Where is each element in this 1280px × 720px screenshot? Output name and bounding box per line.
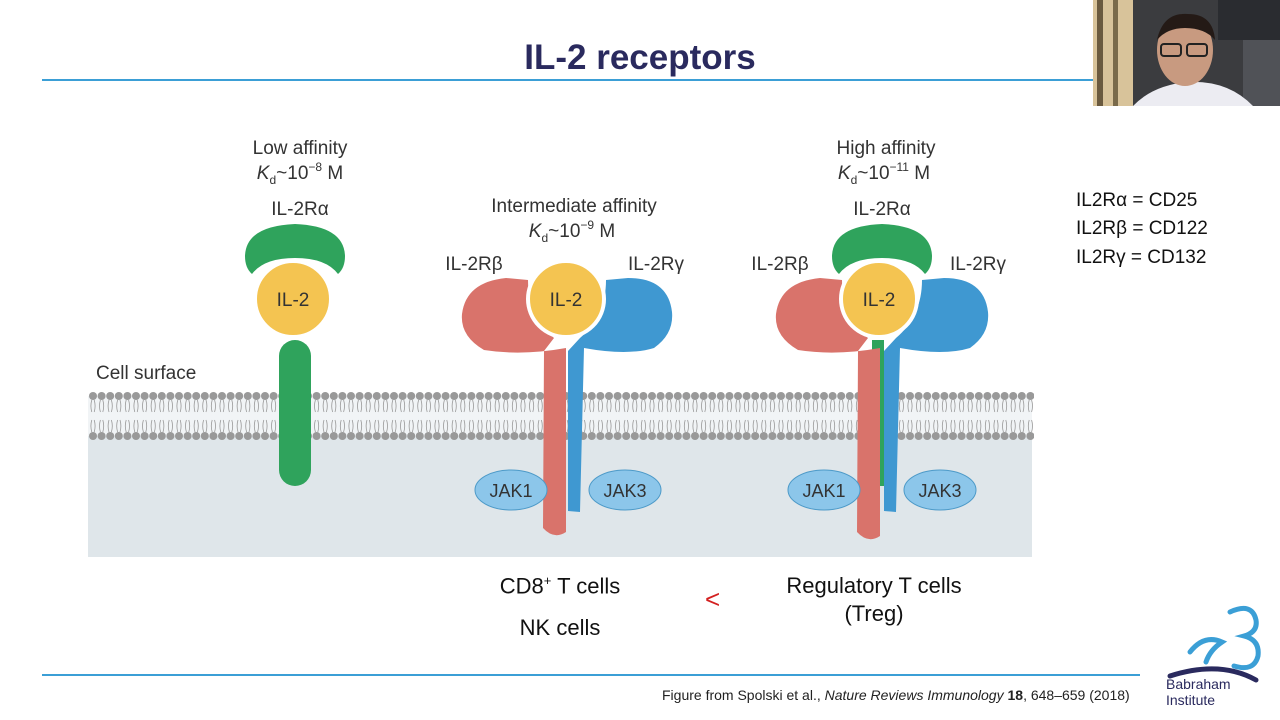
high-beta-label: IL-2Rβ xyxy=(751,254,808,275)
il2-ligand xyxy=(526,259,606,339)
logo-text-institute: Institute xyxy=(1166,692,1216,708)
jak3-label: JAK3 xyxy=(918,481,961,501)
beta-chain xyxy=(461,278,566,536)
babraham-logo xyxy=(1167,605,1261,683)
gamma-chain xyxy=(568,278,673,512)
low-alpha-label: IL-2Rα xyxy=(271,199,328,220)
slide-title: IL-2 receptors xyxy=(524,38,756,77)
low-kd-label: Kd~10−8 M xyxy=(257,160,343,187)
high-gamma-label: IL-2Rγ xyxy=(950,254,1006,275)
jak1-box xyxy=(787,469,861,511)
il2-label: IL-2 xyxy=(277,290,310,311)
low-affinity-label: Low affinity xyxy=(253,138,348,159)
side-note-cd122: IL2Rβ = CD122 xyxy=(1076,218,1208,239)
low-affinity-receptor: IL-2 Low affinity Kd~10−8 M IL-2Rα xyxy=(245,138,348,486)
treg-caption-line1: Regulatory T cells xyxy=(786,573,962,598)
intermediate-gamma-label: IL-2Rγ xyxy=(628,254,684,275)
il2-label: IL-2 xyxy=(863,290,896,311)
bottom-divider xyxy=(42,674,1140,676)
il2-ligand xyxy=(839,259,919,339)
webcam-thumbnail xyxy=(1093,0,1280,106)
less-than-symbol: < xyxy=(705,584,721,614)
beta-chain xyxy=(775,278,880,540)
intermediate-affinity-label: Intermediate affinity xyxy=(491,196,657,217)
intermediate-beta-label: IL-2Rβ xyxy=(445,254,502,275)
jak1-box xyxy=(474,469,548,511)
treg-caption-line2: (Treg) xyxy=(844,601,904,626)
jak3-box xyxy=(588,469,662,511)
high-kd-label: Kd~10−11 M xyxy=(838,160,930,187)
jak1-label: JAK1 xyxy=(802,481,845,501)
jak3-box xyxy=(903,469,977,511)
alpha-chain-head xyxy=(832,224,932,274)
il2-ligand xyxy=(253,259,333,339)
logo-text-babraham: Babraham xyxy=(1166,676,1231,692)
side-note-cd25: IL2Rα = CD25 xyxy=(1076,190,1198,211)
high-alpha-label: IL-2Rα xyxy=(853,199,910,220)
gamma-chain xyxy=(884,278,989,512)
jak3-label: JAK3 xyxy=(603,481,646,501)
intermediate-kd-label: Kd~10−9 M xyxy=(529,218,615,245)
intermediate-affinity-receptor: JAK1 JAK3 IL-2 Intermediate affinity Kd~… xyxy=(445,196,684,536)
high-affinity-label: High affinity xyxy=(837,138,936,159)
figure-citation: Figure from Spolski et al., Nature Revie… xyxy=(662,687,1130,703)
side-note-cd132: IL2Rγ = CD132 xyxy=(1076,247,1207,268)
top-divider xyxy=(42,79,1094,81)
alpha-chain-stem xyxy=(279,340,311,486)
high-affinity-receptor: JAK1 JAK3 IL-2 High affinity Kd~10−11 M … xyxy=(751,138,1006,540)
il2-receptor-diagram: IL-2 Low affinity Kd~10−8 M IL-2Rα JAK1 … xyxy=(88,138,1034,557)
jak1-label: JAK1 xyxy=(489,481,532,501)
cd8-t-cells-caption: CD8+ T cells xyxy=(499,573,621,599)
il2-label: IL-2 xyxy=(550,290,583,311)
nk-cells-caption: NK cells xyxy=(519,615,601,640)
alpha-chain-head xyxy=(245,224,345,274)
cell-surface-label: Cell surface xyxy=(96,363,196,384)
